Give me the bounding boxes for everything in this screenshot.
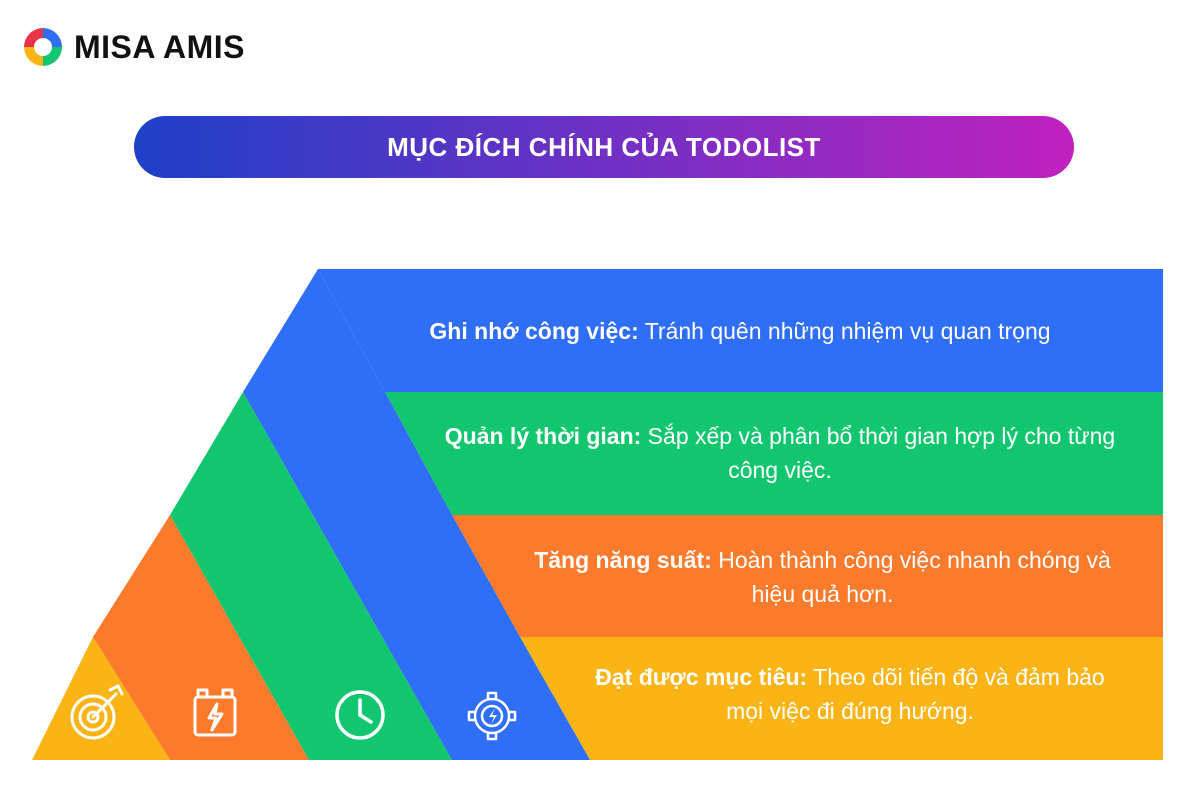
bar-row-2 <box>385 392 1163 515</box>
banner-title: MỤC ĐÍCH CHÍNH CỦA TODOLIST <box>387 131 821 162</box>
row-text-1: Ghi nhớ công việc: Tránh quên những nhiệ… <box>385 314 1095 348</box>
row-text-3: Tăng năng suất: Hoàn thành công việc nha… <box>515 543 1130 611</box>
bar-row-3 <box>452 515 1163 637</box>
row-description: Theo dõi tiến độ và đảm bảo mọi việc đi … <box>726 664 1105 724</box>
row-label: Tăng năng suất: <box>534 547 712 573</box>
row-label: Quản lý thời gian: <box>444 423 642 449</box>
row-label: Ghi nhớ công việc: <box>429 318 639 344</box>
bar-row-1 <box>318 269 1163 392</box>
target-icon <box>70 683 124 740</box>
misa-logo-icon <box>24 28 62 66</box>
row-text-2: Quản lý thời gian: Sắp xếp và phân bổ th… <box>430 419 1130 487</box>
battery-icon <box>193 688 237 737</box>
clock-icon <box>335 690 385 740</box>
brand-name: MISA AMIS <box>74 28 246 65</box>
stripe-blue <box>243 269 590 760</box>
bar-row-4 <box>520 637 1163 760</box>
row-description: Hoàn thành công việc nhanh chóng và hiệu… <box>711 547 1111 607</box>
row-label: Đạt được mục tiêu: <box>595 664 808 690</box>
row-description: Sắp xếp và phân bổ thời gian hợp lý cho … <box>641 423 1116 483</box>
row-description: Tránh quên những nhiệm vụ quan trọng <box>638 318 1051 344</box>
stripe-green <box>170 392 452 760</box>
row-text-4: Đạt được mục tiêu: Theo dõi tiến độ và đ… <box>590 660 1110 728</box>
stripe-orange <box>93 515 309 760</box>
brand-logo: MISA AMIS <box>22 26 245 68</box>
gear-bolt-icon <box>467 691 517 741</box>
title-banner: MỤC ĐÍCH CHÍNH CỦA TODOLIST <box>134 116 1074 178</box>
